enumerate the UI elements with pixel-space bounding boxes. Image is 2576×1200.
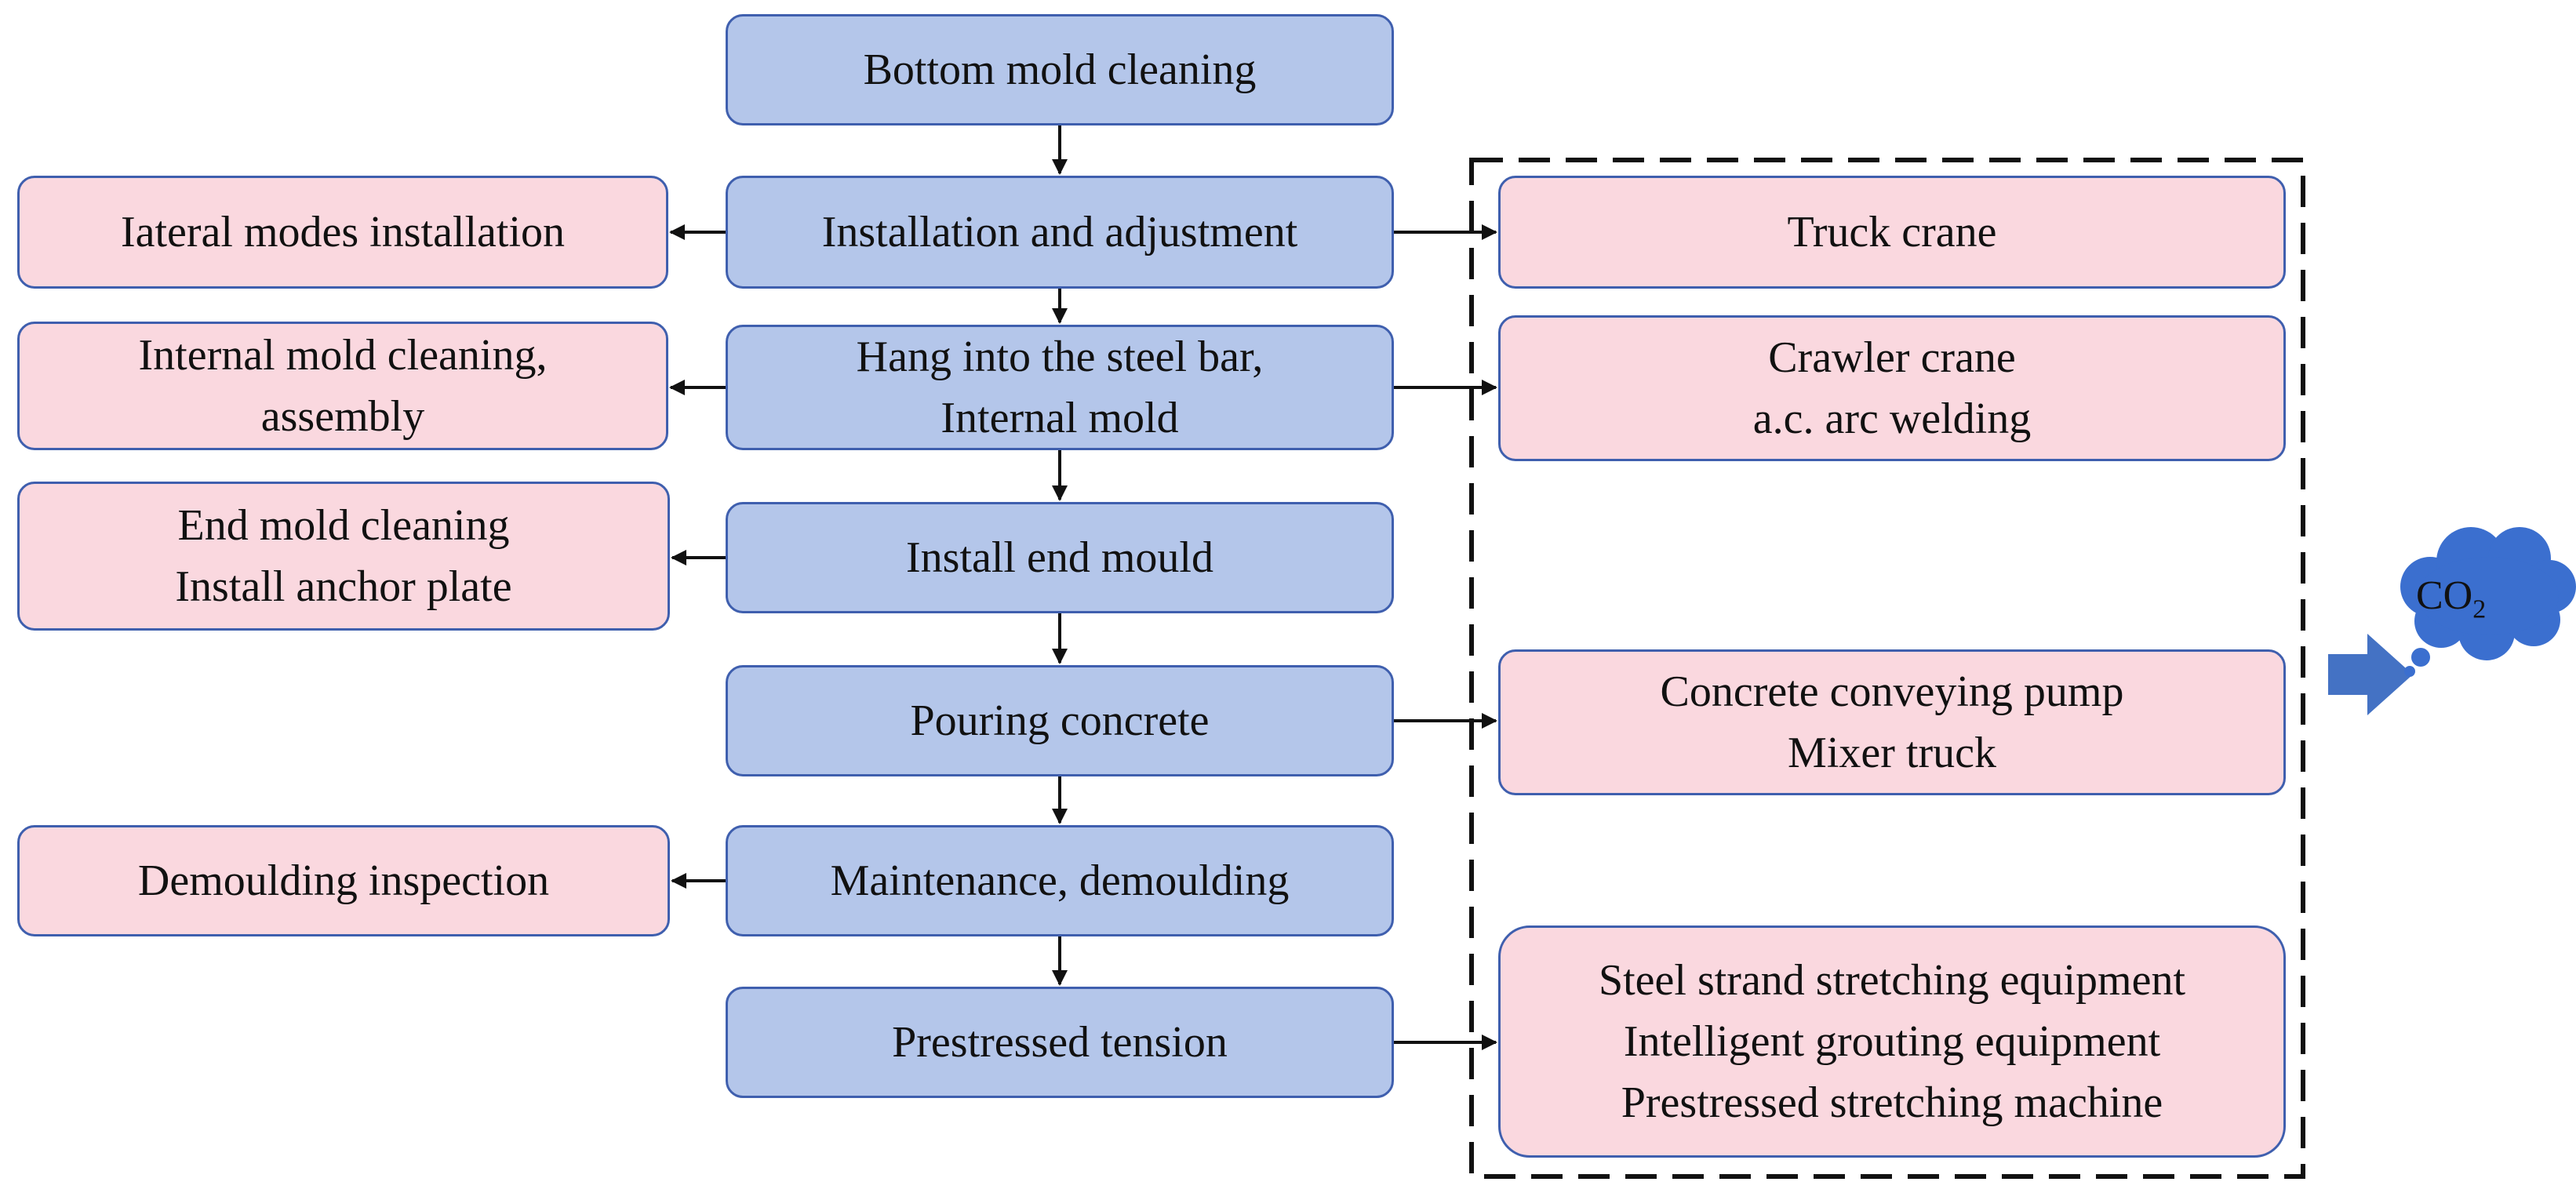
equipment-label: Truck crane <box>1787 208 1997 256</box>
equipment-label-line2: a.c. arc welding <box>1752 395 2032 443</box>
process-label-line1: Hang into the steel bar, <box>856 333 1264 381</box>
equipment-group-frame <box>1469 158 2305 1179</box>
side-label-line2: assembly <box>260 392 425 441</box>
process-label: Prestressed tension <box>892 1018 1228 1067</box>
process-installation-adjustment: Installation and adjustment <box>726 176 1394 289</box>
co2-subscript: 2 <box>2472 595 2487 624</box>
process-label-line2: Internal mold <box>941 394 1179 442</box>
equipment-label-line1: Concrete conveying pump <box>1660 667 2124 716</box>
equipment-truck-crane: Truck crane <box>1498 176 2286 289</box>
process-label: Bottom mold cleaning <box>863 45 1257 94</box>
process-pouring-concrete: Pouring concrete <box>726 665 1394 776</box>
process-hang-steel-bar: Hang into the steel bar, Internal mold <box>726 325 1394 450</box>
process-maintenance-demoulding: Maintenance, demoulding <box>726 825 1394 936</box>
equipment-label-line2: Intelligent grouting equipment <box>1623 1017 2161 1066</box>
equipment-steel-strand: Steel strand stretching equipment Intell… <box>1498 925 2286 1158</box>
side-label: Demoulding inspection <box>137 856 550 905</box>
equipment-label-line1: Steel strand stretching equipment <box>1598 956 2186 1005</box>
cloud-icon <box>2400 527 2576 677</box>
process-label: Maintenance, demoulding <box>830 856 1290 905</box>
side-label: Iateral modes installation <box>120 208 566 256</box>
side-internal-mold-cleaning: Internal mold cleaning, assembly <box>17 322 668 450</box>
process-label: Installation and adjustment <box>821 208 1298 256</box>
process-label: Pouring concrete <box>910 696 1210 745</box>
equipment-concrete-pump: Concrete conveying pump Mixer truck <box>1498 649 2286 795</box>
co2-label: CO2 <box>2416 573 2486 624</box>
side-end-mold-cleaning: End mold cleaning Install anchor plate <box>17 482 670 631</box>
process-prestressed-tension: Prestressed tension <box>726 987 1394 1098</box>
side-lateral-modes-installation: Iateral modes installation <box>17 176 668 289</box>
process-install-end-mould: Install end mould <box>726 502 1394 613</box>
equipment-label-line1: Crawler crane <box>1768 333 2016 382</box>
equipment-label-line2: Mixer truck <box>1788 729 1996 777</box>
side-label-line2: Install anchor plate <box>175 562 512 611</box>
process-bottom-mold-cleaning: Bottom mold cleaning <box>726 14 1394 125</box>
side-label-line1: End mold cleaning <box>177 501 510 550</box>
side-label-line1: Internal mold cleaning, <box>138 331 548 380</box>
co2-text: CO <box>2416 573 2473 618</box>
side-demoulding-inspection: Demoulding inspection <box>17 825 670 936</box>
equipment-crawler-crane: Crawler crane a.c. arc welding <box>1498 315 2286 461</box>
emission-arrow-icon <box>2328 634 2413 715</box>
process-label: Install end mould <box>906 533 1213 582</box>
equipment-label-line3: Prestressed stretching machine <box>1621 1078 2163 1127</box>
